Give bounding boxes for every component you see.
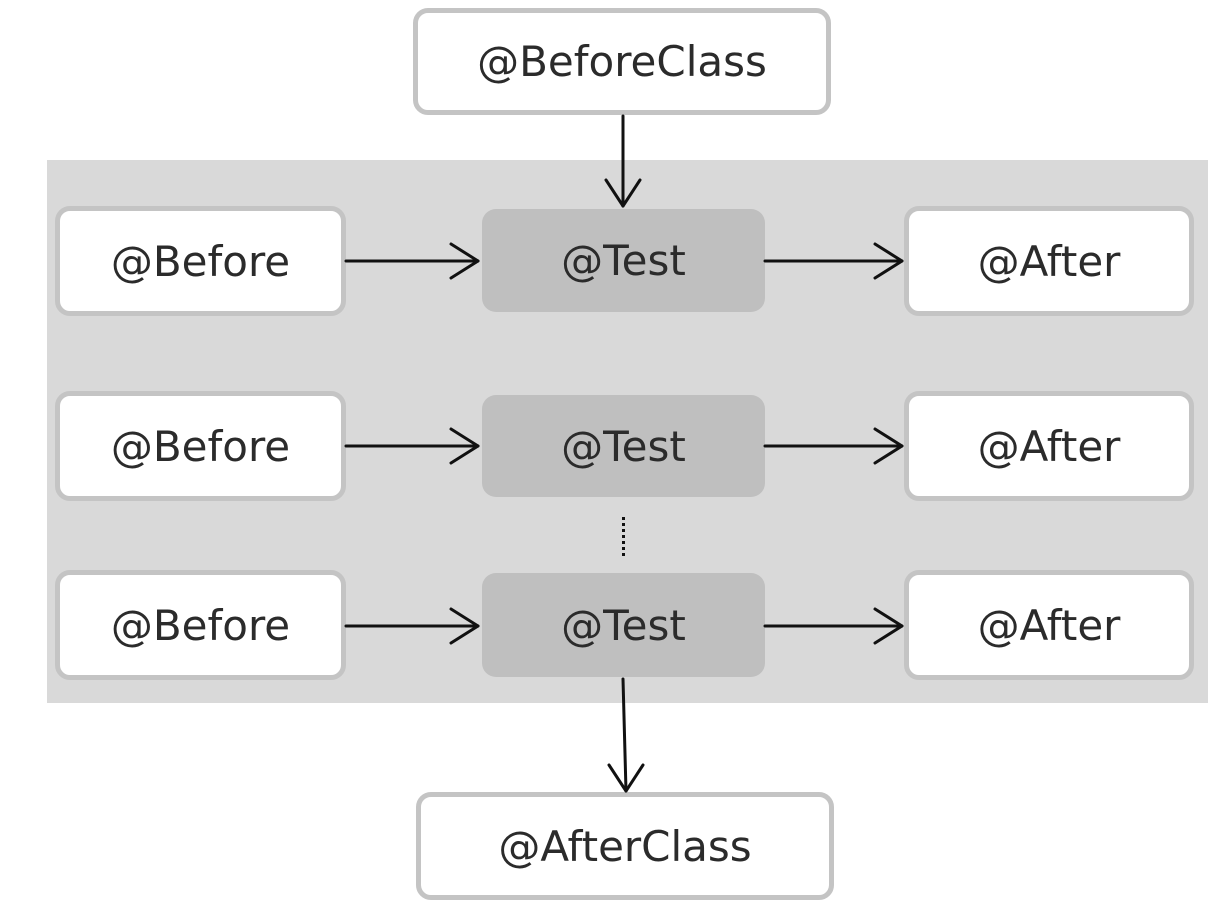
after-box-3: @After	[904, 570, 1194, 680]
before-class-label: @BeforeClass	[477, 37, 767, 86]
test-label-3: @Test	[561, 600, 686, 650]
after-box-2: @After	[904, 391, 1194, 501]
after-label-1: @After	[977, 236, 1121, 286]
after-class-label: @AfterClass	[498, 821, 752, 871]
before-label-1: @Before	[110, 236, 291, 286]
test-box-3: @Test	[482, 573, 765, 677]
after-label-2: @After	[977, 421, 1121, 471]
test-box-2: @Test	[482, 395, 765, 497]
after-label-3: @After	[977, 600, 1121, 650]
before-box-2: @Before	[55, 391, 346, 501]
before-class-box: @BeforeClass	[413, 8, 831, 115]
before-box-3: @Before	[55, 570, 346, 680]
test-box-1: @Test	[482, 209, 765, 312]
test-label-2: @Test	[561, 421, 686, 471]
after-box-1: @After	[904, 206, 1194, 316]
test-label-1: @Test	[561, 236, 686, 285]
before-label-3: @Before	[110, 600, 291, 650]
before-label-2: @Before	[110, 421, 291, 471]
before-box-1: @Before	[55, 206, 346, 316]
after-class-box: @AfterClass	[416, 792, 834, 900]
